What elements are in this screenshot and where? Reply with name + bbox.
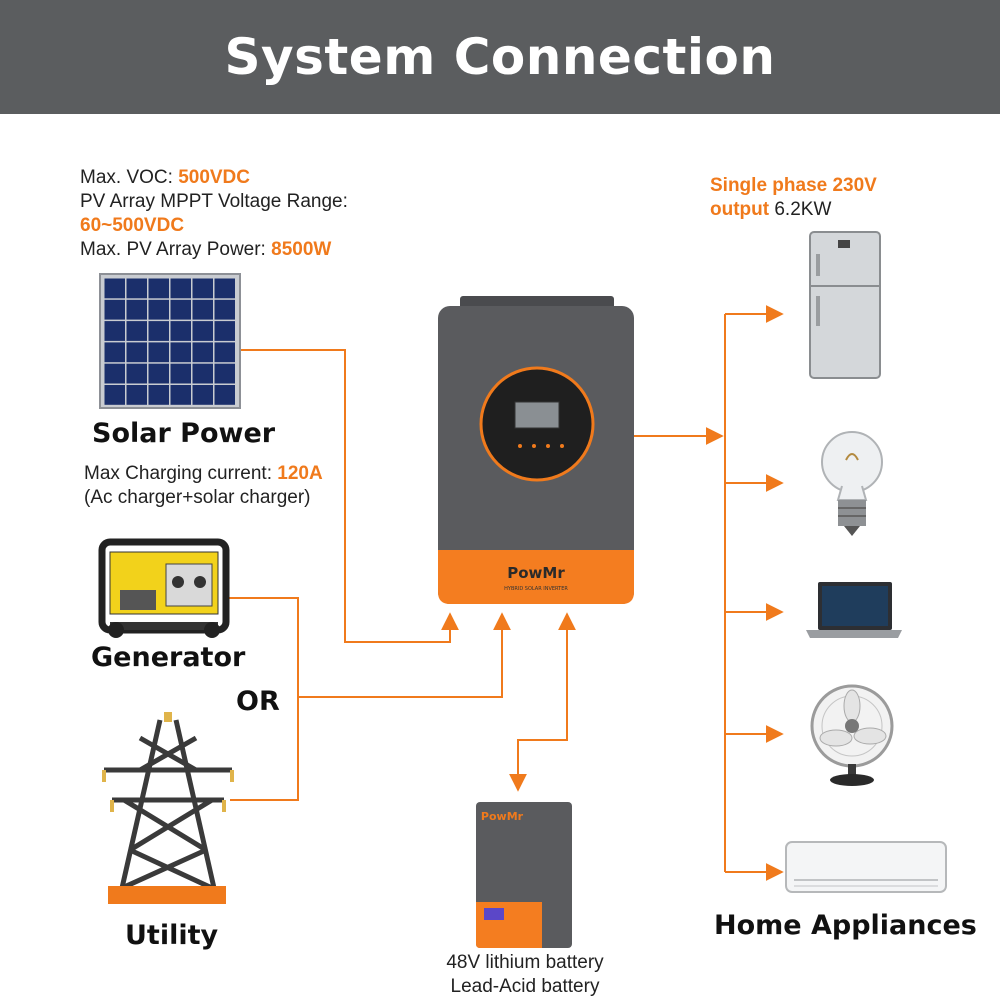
solar-cell [104,342,125,363]
solar-cell [104,321,125,341]
solar-cell [192,278,213,299]
utility-tower-icon [102,712,234,904]
output-spec: Single phase 230V output 6.2KW [710,174,877,222]
max-voc-value: 500VDC [178,167,251,188]
solar-cell [104,385,125,405]
solar-cell [104,363,125,384]
max-pv-power-value: 8500W [271,239,332,260]
max-voc-line: Max. VOC: 500VDC [80,166,348,190]
max-pv-power-line: Max. PV Array Power: 8500W [80,238,348,262]
inverter-unit: PowMr HYBRID SOLAR INVERTER [438,296,634,604]
charging-current-value: 120A [277,463,323,484]
solar-cell [126,321,147,341]
solar-cell [170,321,191,341]
solar-cell [148,321,169,341]
inverter-brand: PowMr [507,564,565,582]
battery-label-line2: Lead-Acid battery [450,976,600,997]
light-bulb-icon [821,431,883,536]
solar-cell [170,385,191,405]
solar-cell [126,342,147,363]
solar-cell [214,299,235,320]
max-pv-power-label: Max. PV Array Power: [80,239,272,260]
solar-cell [148,299,169,320]
solar-cell [148,385,169,405]
solar-cell [192,299,213,320]
battery-unit: PowMr [476,802,572,948]
solar-cell [126,278,147,299]
header-bar: System Connection [0,0,1000,114]
charging-current-label: Max Charging current: [84,463,278,484]
solar-cell [214,385,235,405]
solar-to-inverter-line [240,349,459,643]
solar-cell [214,342,235,363]
solar-cell [170,299,191,320]
charging-current: Max Charging current: 120A (Ac charger+s… [84,462,323,510]
solar-cell [192,342,213,363]
solar-cell [126,363,147,384]
output-phase: Single phase 230V [710,175,877,196]
pv-specs: Max. VOC: 500VDC PV Array MPPT Voltage R… [80,166,348,262]
output-power-value: 6.2KW [769,199,832,220]
max-voc-label: Max. VOC: [80,167,179,188]
connection-lines [228,305,784,881]
or-label: OR [236,686,280,717]
solar-cell [170,363,191,384]
charging-note: (Ac charger+solar charger) [84,487,311,508]
inverter-subtitle: HYBRID SOLAR INVERTER [504,586,568,592]
solar-cell [170,342,191,363]
solar-cell [104,278,125,299]
solar-power-label: Solar Power [92,418,276,449]
solar-panel-icon [99,273,241,409]
solar-cell [126,385,147,405]
generator-label: Generator [91,642,246,673]
solar-cell [148,363,169,384]
battery-label-line1: 48V lithium battery [446,952,604,973]
solar-cell [214,321,235,341]
battery-inverter-line [509,612,576,792]
home-appliances-label: Home Appliances [714,910,977,941]
generator-icon [98,538,230,638]
solar-cell [148,278,169,299]
mppt-range-label: PV Array MPPT Voltage Range: [80,191,348,212]
solar-cell [192,385,213,405]
refrigerator-icon [809,231,881,379]
mppt-range-value: 60~500VDC [80,215,185,236]
solar-cell [214,278,235,299]
solar-cell [192,321,213,341]
fan-icon [810,684,894,786]
solar-cell [214,363,235,384]
solar-cell [170,278,191,299]
solar-cell [192,363,213,384]
utility-label: Utility [125,920,219,951]
generator-utility-bus-line [228,597,299,801]
solar-cell [126,299,147,320]
output-label: output [710,199,770,220]
solar-cell [148,342,169,363]
air-conditioner-icon [785,841,947,893]
page-title: System Connection [224,28,776,86]
solar-cell [104,299,125,320]
battery-label: 48V lithium battery Lead-Acid battery [425,951,625,999]
battery-brand: PowMr [481,810,524,823]
laptop-icon [806,582,902,638]
grid-to-inverter-line [298,612,511,698]
